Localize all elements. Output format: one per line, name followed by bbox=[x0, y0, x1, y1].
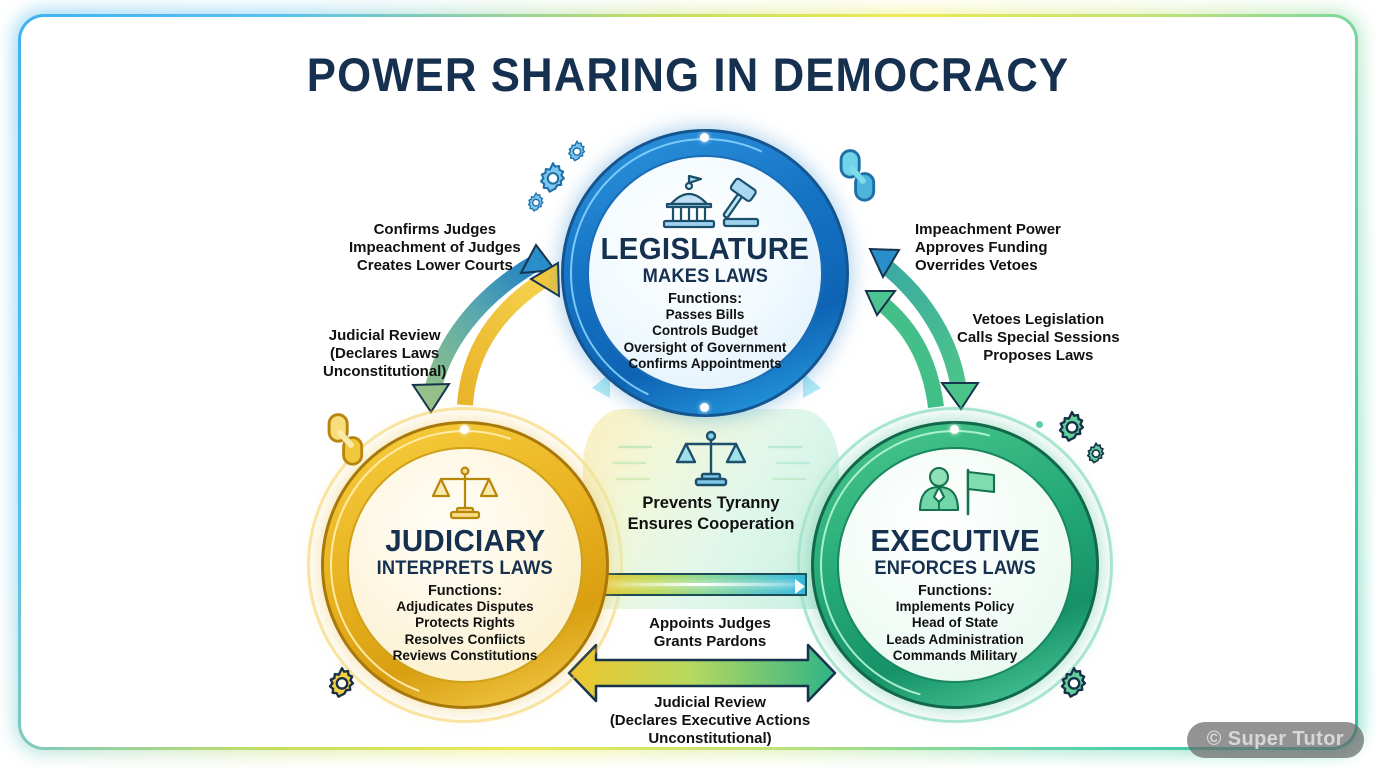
annotation-line: Calls Special Sessions bbox=[957, 329, 1120, 346]
judiciary-subtitle: INTERPRETS LAWS bbox=[376, 557, 554, 579]
frame-inner: POWER SHARING IN DEMOCRACY bbox=[21, 17, 1355, 747]
annotation-executive-over-legislature: Vetoes Legislation Calls Special Session… bbox=[957, 311, 1120, 365]
annotation-line: (Declares Executive Actions bbox=[609, 712, 811, 729]
executive-functions-label: Functions: bbox=[917, 582, 993, 599]
list-item: Leads Administration bbox=[886, 631, 1024, 647]
list-item: Passes Bills bbox=[665, 306, 745, 322]
annotation-line: (Declares Laws bbox=[330, 345, 440, 362]
executive-functions-list: Implements Policy Head of State Leads Ad… bbox=[886, 599, 1024, 665]
bar-arrowheads bbox=[595, 579, 805, 594]
annotation-executive-over-judiciary: Appoints Judges Grants Pardons bbox=[625, 615, 795, 651]
hub-line-2: Ensures Cooperation bbox=[627, 515, 795, 534]
official-with-flag-icon bbox=[912, 465, 998, 523]
annotation-judiciary-over-executive: Judicial Review (Declares Executive Acti… bbox=[587, 694, 833, 747]
gradient-frame: POWER SHARING IN DEMOCRACY bbox=[18, 14, 1358, 750]
judiciary-executive-balance-bar bbox=[589, 573, 807, 596]
annotation-judiciary-over-legislature: Judicial Review (Declares Laws Unconstit… bbox=[323, 327, 446, 381]
gear-icon bbox=[1083, 441, 1109, 472]
chain-link-icon bbox=[321, 411, 371, 474]
annotation-line: Vetoes Legislation bbox=[972, 311, 1105, 328]
arrow-judiciary-executive-bidirectional bbox=[567, 643, 837, 703]
watermark: © Super Tutor bbox=[1186, 722, 1364, 758]
capitol-gavel-icon bbox=[645, 173, 765, 231]
arrow-judiciary-to-legislature bbox=[457, 261, 561, 406]
executive-subtitle: ENFORCES LAWS bbox=[874, 557, 1036, 579]
executive-title: EXECUTIVE bbox=[870, 523, 1040, 558]
legislature-functions-list: Passes Bills Controls Budget Oversight o… bbox=[624, 307, 787, 373]
list-item: Head of State bbox=[911, 615, 999, 631]
legislature-functions-label: Functions: bbox=[667, 290, 743, 307]
list-item: Protects Rights bbox=[415, 615, 515, 631]
judiciary-ring-dot-top bbox=[460, 425, 469, 434]
judiciary-disc: JUDICIARY INTERPRETS LAWS Functions: Adj… bbox=[347, 447, 583, 683]
list-item: Implements Policy bbox=[895, 598, 1015, 614]
legislature-subtitle: MAKES LAWS bbox=[642, 265, 768, 287]
judiciary-title: JUDICIARY bbox=[384, 523, 546, 558]
gear-icon bbox=[1053, 409, 1091, 452]
page-title: POWER SHARING IN DEMOCRACY bbox=[306, 48, 1070, 101]
annotation-line: Overrides Vetoes bbox=[915, 257, 1038, 274]
gear-icon bbox=[524, 191, 548, 220]
legislature-ring-dot-top bbox=[700, 133, 709, 142]
annotation-line: Unconstitutional) bbox=[323, 363, 447, 380]
node-judiciary[interactable]: JUDICIARY INTERPRETS LAWS Functions: Adj… bbox=[285, 385, 645, 745]
gear-icon bbox=[323, 665, 361, 708]
annotation-line: Appoints Judges bbox=[649, 615, 771, 632]
legislature-ring-dot-bottom bbox=[700, 403, 709, 412]
hub-line-1: Prevents Tyranny bbox=[642, 494, 780, 512]
annotation-line: Judicial Review bbox=[328, 327, 441, 344]
node-executive[interactable]: EXECUTIVE ENFORCES LAWS Functions: Imple… bbox=[770, 380, 1140, 747]
node-legislature[interactable]: LEGISLATURE MAKES LAWS Functions: Passes… bbox=[531, 99, 879, 447]
list-item: Controls Budget bbox=[652, 323, 758, 339]
annotation-line: Grants Pardons bbox=[653, 633, 767, 650]
list-item: Oversight of Government bbox=[623, 339, 787, 355]
annotation-line: Impeachment Power bbox=[915, 221, 1061, 238]
list-item: Confirms Appointments bbox=[628, 356, 782, 372]
annotation-legislature-over-executive: Impeachment Power Approves Funding Overr… bbox=[915, 221, 1061, 275]
gear-icon bbox=[564, 139, 590, 170]
arrow-executive-to-legislature bbox=[864, 290, 944, 409]
judiciary-functions-label: Functions: bbox=[427, 582, 503, 599]
executive-disc: EXECUTIVE ENFORCES LAWS Functions: Imple… bbox=[837, 447, 1073, 683]
judiciary-functions-list: Adjudicates Disputes Protects Rights Res… bbox=[393, 599, 538, 665]
list-item: Adjudicates Disputes bbox=[396, 598, 534, 614]
list-item: Resolves Confiicts bbox=[404, 631, 526, 647]
legislature-disc: LEGISLATURE MAKES LAWS Functions: Passes… bbox=[587, 155, 823, 391]
annotation-line: Unconstitutional) bbox=[648, 730, 772, 747]
list-item: Reviews Constitutions bbox=[392, 648, 538, 664]
scales-icon bbox=[430, 465, 500, 523]
annotation-line: Creates Lower Courts bbox=[356, 257, 513, 274]
balance-scales-icon bbox=[674, 429, 748, 487]
decorative-dot bbox=[1036, 421, 1043, 428]
list-item: Commands Military bbox=[892, 648, 1018, 664]
annotation-line: Proposes Laws bbox=[983, 347, 1094, 364]
executive-ring-dot-top bbox=[950, 425, 959, 434]
bar-glow-line bbox=[601, 583, 795, 586]
annotation-legislature-over-judiciary: Confirms Judges Impeachment of Judges Cr… bbox=[349, 221, 521, 275]
annotation-line: Confirms Judges bbox=[373, 221, 497, 238]
chain-link-icon bbox=[833, 147, 883, 210]
gear-icon bbox=[534, 160, 572, 203]
gear-icon bbox=[1055, 665, 1093, 708]
annotation-line: Approves Funding bbox=[915, 239, 1048, 256]
legislature-title: LEGISLATURE bbox=[600, 231, 810, 266]
annotation-line: Judicial Review bbox=[654, 694, 766, 711]
center-hub-text: Prevents Tyranny Ensures Cooperation bbox=[628, 493, 795, 535]
annotation-line: Impeachment of Judges bbox=[349, 239, 521, 256]
